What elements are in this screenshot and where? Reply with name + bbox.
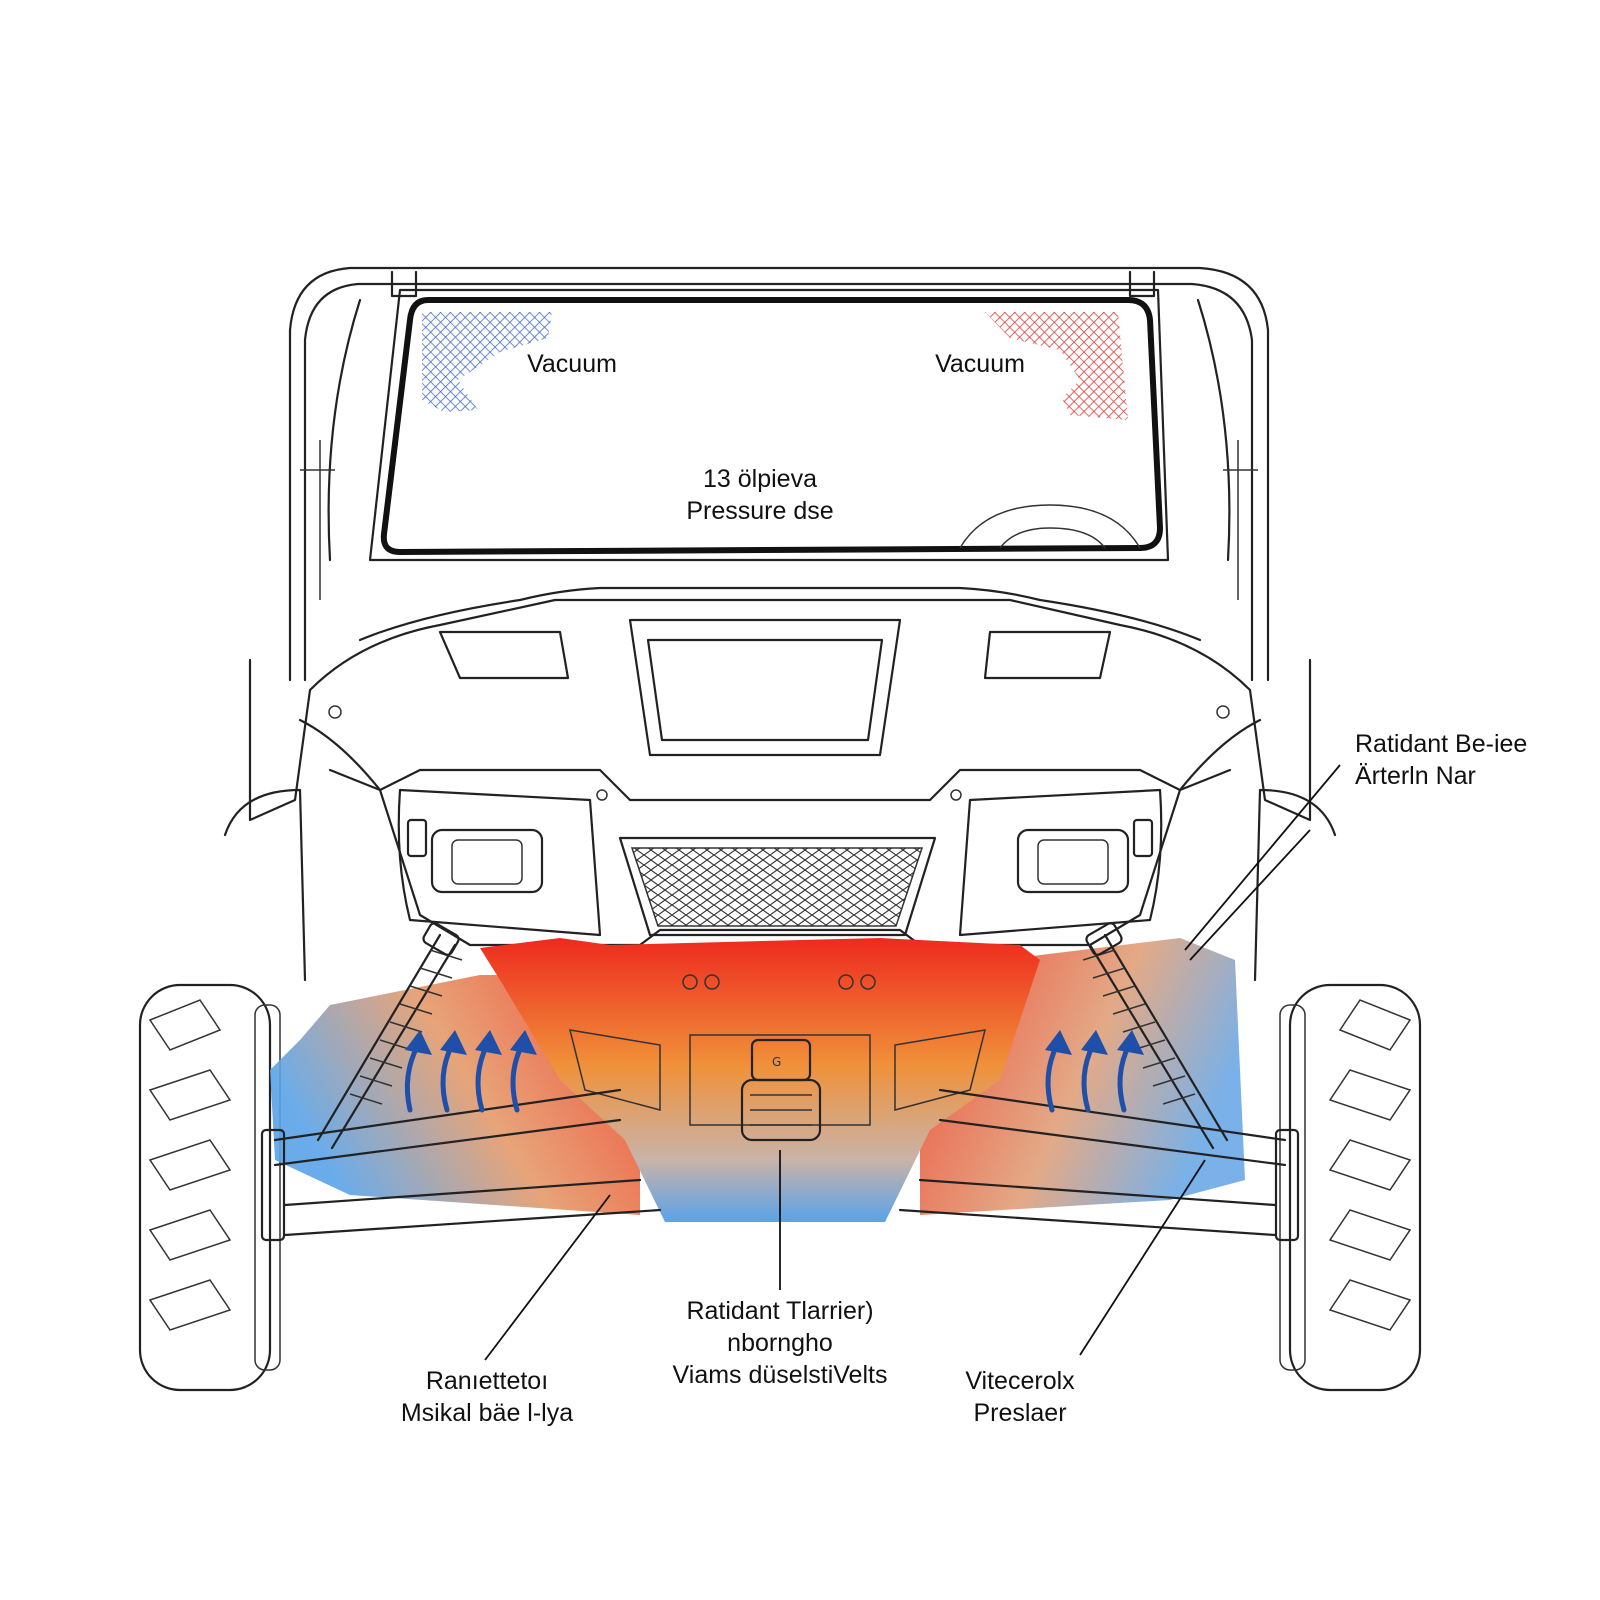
callout-left-line1: Ranıettetoı xyxy=(425,1367,549,1395)
vacuum-label-right: Vacuum xyxy=(935,350,1025,378)
vacuum-zone-right xyxy=(985,312,1128,420)
svg-text:G: G xyxy=(772,1055,781,1069)
callout-center-line1: Ratidant Tlarrier) xyxy=(686,1297,874,1325)
callout-right-low: Vitecerolx Preslaer xyxy=(965,1365,1074,1429)
vacuum-zone-left xyxy=(422,312,552,412)
leader-line-left xyxy=(484,1194,611,1361)
body-shell xyxy=(223,586,1337,982)
callout-right-low-line1: Vitecerolx xyxy=(965,1367,1075,1395)
vacuum-label-left: Vacuum xyxy=(527,350,617,378)
wheel-right xyxy=(1279,983,1422,1392)
roll-cage xyxy=(288,266,1270,682)
center-component: G xyxy=(740,1038,822,1142)
callout-right-line1: Ratidant Be-iee xyxy=(1355,730,1528,758)
callout-left-line2: Msikal bäe l-lya xyxy=(400,1399,574,1427)
pressure-label: 13 ölpieva Pressure dse xyxy=(686,463,833,527)
leader-line-right-upper xyxy=(1184,764,1341,951)
front-grille xyxy=(618,836,937,937)
heat-zones xyxy=(270,938,1245,1222)
callout-center-line3: Viams düselstiVelts xyxy=(672,1361,888,1389)
shock-right xyxy=(1082,922,1229,1150)
callout-center: Ratidant Tlarrier) nborngho Viams düsels… xyxy=(673,1295,888,1391)
callout-left: Ranıettetoı Msikal bäe l-lya xyxy=(401,1365,573,1429)
callout-right-line2: Ärterln Nar xyxy=(1355,762,1476,790)
wheel-left xyxy=(138,983,281,1392)
callout-right: Ratidant Be-iee Ärterln Nar xyxy=(1355,728,1527,792)
leader-line-right-low xyxy=(1079,1159,1206,1356)
pressure-label-line2: Pressure dse xyxy=(686,497,834,525)
airflow-arrows-left xyxy=(404,1030,537,1113)
windshield xyxy=(368,288,1170,562)
callout-right-low-line2: Preslaer xyxy=(973,1399,1067,1427)
leader-lines xyxy=(484,764,1341,1361)
leader-line-right-mid xyxy=(1189,829,1311,961)
suspension-arms xyxy=(260,1088,1300,1242)
headlight-right xyxy=(958,788,1163,937)
headlight-left xyxy=(397,788,602,937)
pressure-label-line1: 13 ölpieva xyxy=(703,465,817,493)
callout-center-line2: nborngho xyxy=(727,1329,833,1357)
shock-left xyxy=(316,922,463,1150)
airflow-arrows-right xyxy=(1045,1030,1144,1113)
